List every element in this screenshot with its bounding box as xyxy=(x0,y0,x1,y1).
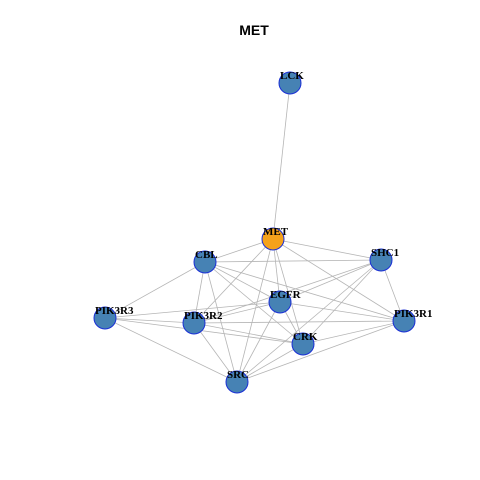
node-label-shc1: SHC1 xyxy=(371,247,399,259)
edge-egfr-src xyxy=(236,301,281,383)
edge-pik3r3-pik3r2 xyxy=(104,317,195,324)
edge-pik3r2-crk xyxy=(193,322,304,345)
node-pik3r3 xyxy=(93,306,117,330)
edge-pik3r2-src xyxy=(193,322,238,383)
edge-shc1-egfr xyxy=(279,259,382,303)
node-label-src: SRC xyxy=(227,369,249,381)
edge-pik3r1-crk xyxy=(302,320,405,345)
edge-pik3r3-crk xyxy=(104,317,304,345)
node-egfr xyxy=(268,290,292,314)
edge-pik3r2-pik3r1 xyxy=(193,320,405,324)
node-pik3r1 xyxy=(392,309,416,333)
node-label-lck: LCK xyxy=(280,70,304,82)
node-label-crk: CRK xyxy=(293,331,318,343)
edge-met-shc1 xyxy=(272,238,382,261)
nodes-layer xyxy=(93,71,416,394)
node-crk xyxy=(291,332,315,356)
edge-shc1-pik3r2 xyxy=(193,259,382,324)
edges-layer xyxy=(104,82,405,383)
node-label-met: MET xyxy=(263,226,289,238)
edge-egfr-pik3r2 xyxy=(193,301,281,324)
node-label-pik3r3: PIK3R3 xyxy=(95,305,134,317)
node-src xyxy=(225,370,249,394)
edge-cbl-shc1 xyxy=(204,259,382,263)
edge-egfr-pik3r3 xyxy=(104,301,281,319)
edge-met-src xyxy=(236,238,274,383)
node-met xyxy=(261,227,285,251)
edge-met-pik3r1 xyxy=(272,238,405,322)
edge-met-cbl xyxy=(204,238,274,263)
edge-cbl-egfr xyxy=(204,261,281,303)
node-label-egfr: EGFR xyxy=(270,289,302,301)
node-shc1 xyxy=(369,248,393,272)
edge-egfr-pik3r1 xyxy=(279,301,405,322)
edge-cbl-pik3r3 xyxy=(104,261,206,319)
edge-cbl-src xyxy=(204,261,238,383)
edge-pik3r1-src xyxy=(236,320,405,383)
edge-shc1-crk xyxy=(302,259,382,345)
node-lck xyxy=(278,71,302,95)
node-pik3r2 xyxy=(182,311,206,335)
edge-lck-met xyxy=(272,82,291,240)
node-label-pik3r1: PIK3R1 xyxy=(394,308,433,320)
node-label-pik3r2: PIK3R2 xyxy=(184,310,223,322)
node-label-cbl: CBL xyxy=(195,249,218,261)
diagram-title: MET xyxy=(239,22,269,38)
edge-pik3r3-src xyxy=(104,317,238,383)
edge-shc1-src xyxy=(236,259,382,383)
node-cbl xyxy=(193,250,217,274)
edge-crk-src xyxy=(236,343,304,383)
